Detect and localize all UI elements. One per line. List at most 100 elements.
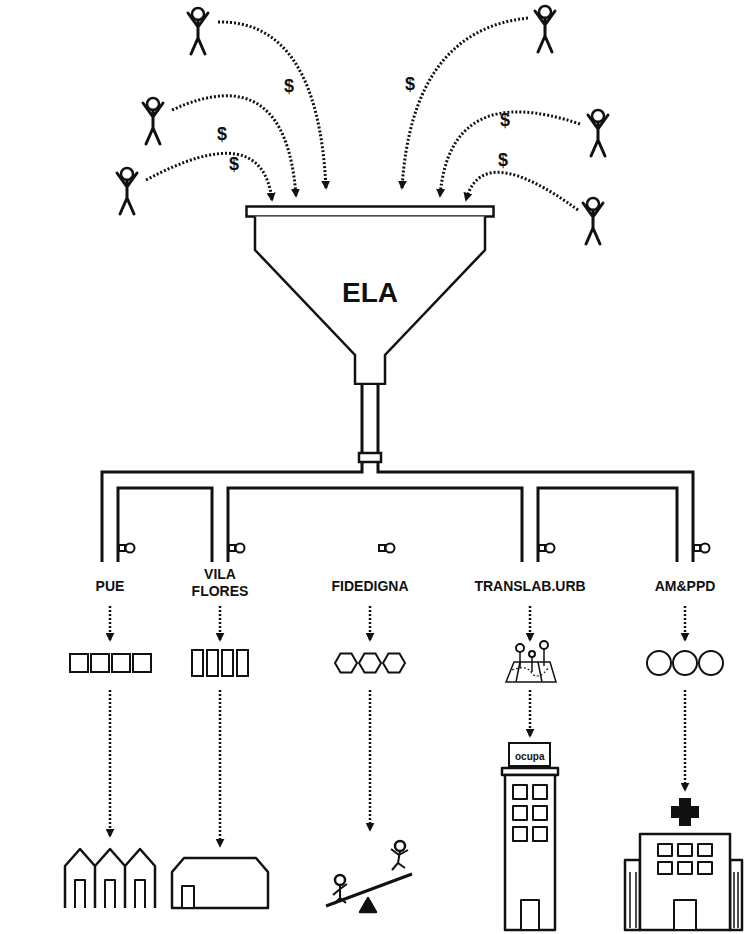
money-flow-arrows-part xyxy=(218,22,326,188)
sign-board: ocupa xyxy=(508,742,551,767)
donor-figures-part xyxy=(535,6,555,52)
project-name: AM&PPD xyxy=(655,578,716,595)
project-symbols-part xyxy=(222,650,233,676)
outcome-buildings-part xyxy=(513,785,527,799)
project-symbols-part xyxy=(207,650,218,676)
project-symbols-part xyxy=(512,668,548,676)
project-symbols-part xyxy=(531,657,533,672)
project-symbols-part xyxy=(519,652,521,668)
outcome-buildings-part xyxy=(678,862,692,874)
valve-taps-part xyxy=(539,544,555,553)
project-symbols-part xyxy=(673,651,697,675)
money-symbol: $ xyxy=(500,110,510,132)
money-symbol: $ xyxy=(217,124,227,146)
project-symbols-part xyxy=(516,644,524,652)
outcome-buildings-part xyxy=(640,834,730,930)
project-symbols-part xyxy=(237,650,248,676)
project-name: FIDEDIGNA xyxy=(332,578,409,595)
outcome-buildings-part xyxy=(360,898,376,912)
money-symbol-text: $ xyxy=(405,74,415,94)
outcome-buildings-part xyxy=(533,785,547,799)
project-name-text: AM&PPD xyxy=(655,578,716,594)
project-name: VILA FLORES xyxy=(185,566,255,600)
distribution-pipes-part xyxy=(110,380,685,562)
donor-figures xyxy=(117,6,608,244)
outcome-buildings-part xyxy=(521,900,539,930)
project-symbols-part xyxy=(543,649,545,666)
distribution-pipes xyxy=(110,378,685,564)
flow-arrows-part xyxy=(369,690,372,830)
node-text: ocupa xyxy=(515,751,544,762)
outcome-buildings-part xyxy=(533,806,547,820)
money-flow-arrows-part xyxy=(402,18,528,188)
outcome-buildings xyxy=(65,768,742,930)
outcome-buildings-part xyxy=(505,775,555,930)
flow-arrows-part xyxy=(529,690,532,736)
outcome-buildings-part xyxy=(533,827,547,841)
valve-taps xyxy=(119,544,710,553)
outcome-buildings-part xyxy=(678,844,692,856)
project-name: PUE xyxy=(96,578,125,595)
outcome-buildings-part xyxy=(698,844,712,856)
project-name: TRANSLAB.URB xyxy=(474,578,585,595)
project-symbols-part xyxy=(540,641,548,649)
money-symbol-text: $ xyxy=(217,124,227,144)
project-symbols-part xyxy=(91,654,109,672)
money-symbol-text: $ xyxy=(229,154,239,174)
flow-arrows-part xyxy=(369,606,372,640)
project-symbols-part xyxy=(335,654,357,673)
project-name-text: TRANSLAB.URB xyxy=(474,578,585,594)
money-symbol: $ xyxy=(229,154,239,176)
flow-arrows-part xyxy=(109,690,112,836)
money-symbol-text: $ xyxy=(498,150,508,170)
outcome-buildings-part xyxy=(658,844,672,856)
outcome-buildings-part xyxy=(333,884,347,904)
outcome-buildings-part xyxy=(671,798,699,826)
flow-arrows xyxy=(110,606,685,846)
money-symbol: $ xyxy=(405,74,415,96)
outcome-buildings-part xyxy=(658,862,672,874)
project-symbols-part xyxy=(70,654,88,672)
project-symbols-part xyxy=(112,654,130,672)
distribution-pipes-part xyxy=(359,453,381,462)
flow-arrows-part xyxy=(684,606,687,640)
money-symbol-text: $ xyxy=(500,110,510,130)
money-symbol-text: $ xyxy=(284,76,294,96)
project-symbols-part xyxy=(133,654,151,672)
outcome-buildings-part xyxy=(674,900,696,930)
project-symbols-part xyxy=(383,654,405,673)
project-symbols-part xyxy=(359,654,381,673)
outcome-buildings-part xyxy=(335,875,345,885)
flow-arrows-part xyxy=(684,690,687,790)
donor-figures-part xyxy=(188,8,208,54)
valve-taps-part xyxy=(229,544,245,553)
money-flow-arrows-part xyxy=(440,112,580,196)
project-symbols-part xyxy=(647,651,671,675)
outcome-buildings-part xyxy=(182,886,194,908)
outcome-buildings-part xyxy=(391,849,408,870)
valve-taps-part xyxy=(694,544,710,553)
outcome-buildings-part xyxy=(326,874,412,906)
outcome-buildings-part xyxy=(75,880,145,908)
project-name-text: PUE xyxy=(96,578,125,594)
project-symbols-part xyxy=(529,651,535,657)
money-flow-arrows-part xyxy=(146,153,272,200)
flow-arrows-part xyxy=(219,690,222,846)
flow-arrows-part xyxy=(219,606,222,640)
funnel-rim xyxy=(247,207,494,217)
outcome-buildings-part xyxy=(172,858,268,908)
outcome-buildings-part xyxy=(65,849,155,908)
money-symbol: $ xyxy=(284,76,294,98)
distribution-pipes-part xyxy=(110,378,685,564)
outcome-buildings-part xyxy=(513,827,527,841)
outcome-buildings-part xyxy=(730,860,742,930)
outcome-buildings-part xyxy=(630,872,738,928)
donor-figures-part xyxy=(143,98,163,144)
money-flow-arrows xyxy=(146,18,580,210)
outcome-buildings-part xyxy=(395,841,405,851)
valve-taps-part xyxy=(379,544,395,553)
donor-figures-part xyxy=(583,198,603,244)
